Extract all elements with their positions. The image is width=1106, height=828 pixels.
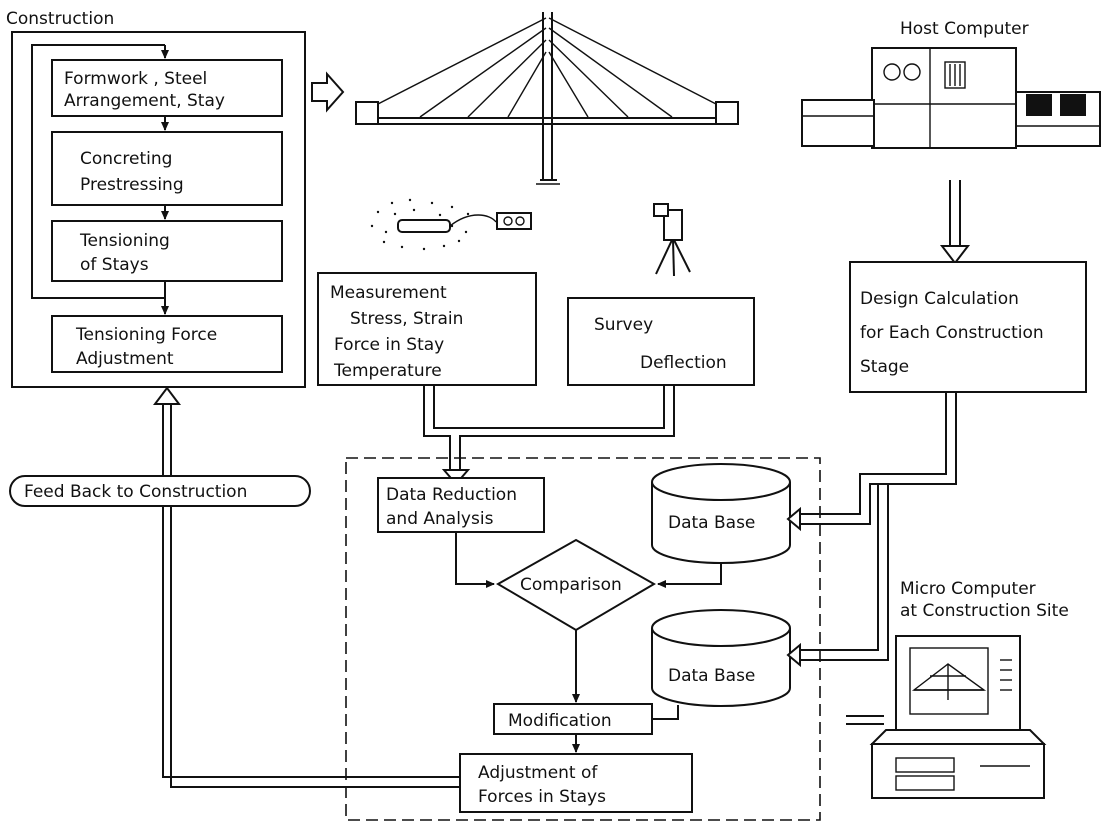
comparison-label: Comparison (520, 575, 622, 595)
design-line-1: Design Calculation (860, 289, 1019, 309)
modification-label: Modification (508, 711, 612, 731)
micro-computer-line-2: at Construction Site (900, 601, 1069, 621)
micro-computer-illustration (869, 635, 1047, 799)
strain-gauge-sensor-icon (370, 198, 532, 251)
database-lower-label: Data Base (668, 666, 755, 686)
construction-block: Construction Formwork , Steel Arrangemen… (6, 9, 306, 388)
construction-title: Construction (6, 9, 114, 29)
measurement-box (317, 272, 537, 386)
measurement-line-2: Stress, Strain (350, 309, 463, 329)
design-line-3: Stage (860, 357, 909, 377)
host-computer-label: Host Computer (900, 19, 1029, 39)
measurement-line-1: Measurement (330, 283, 447, 303)
modification-box (493, 703, 653, 735)
adjustment-line-1: Adjustment of (478, 763, 598, 783)
survey-line-1: Survey (594, 315, 653, 335)
design-line-2: for Each Construction (860, 323, 1044, 343)
data-reduction-line-1: Data Reduction (386, 485, 517, 505)
formwork-box (51, 59, 283, 117)
survey-line-2: Deflection (640, 353, 727, 373)
cable-stayed-bridge-illustration (355, 12, 739, 185)
database-upper-label: Data Base (668, 513, 755, 533)
database-to-modification-line (652, 705, 679, 720)
design-calculation-box (849, 261, 1087, 393)
bridge-stay-cables (377, 17, 717, 118)
measurement-line-4: Temperature (333, 361, 442, 381)
data-reduction-box (377, 477, 545, 533)
survey-box (567, 297, 755, 386)
tensioning-line-1: Tensioning (79, 231, 170, 251)
formwork-line-2: Arrangement, Stay (64, 91, 225, 111)
measurement-survey-merge-double-line (423, 385, 675, 486)
database-upper-cylinder: Data Base (651, 463, 791, 564)
data-reduction-line-2: and Analysis (386, 509, 494, 529)
hollow-arrow-to-bridge (311, 71, 345, 113)
tensioning-force-line-1: Tensioning Force (75, 325, 217, 345)
host-computer-illustration: Host Computer (801, 19, 1101, 149)
feedback-label: Feed Back to Construction (24, 482, 247, 502)
host-to-design-double-arrow (939, 180, 971, 265)
bridge-left-abutment (355, 101, 379, 125)
feedback-double-arrow (153, 386, 460, 788)
design-to-upper-database-double-arrow (786, 392, 957, 532)
bridge-right-abutment (715, 101, 739, 125)
tensioning-line-2: of Stays (80, 255, 149, 275)
measurement-line-3: Force in Stay (334, 335, 444, 355)
tensioning-force-line-2: Adjustment (76, 349, 174, 369)
adjustment-line-2: Forces in Stays (478, 787, 606, 807)
concreting-line-1: Concreting (80, 149, 172, 169)
analysis-region-dashed-frame (345, 457, 821, 821)
database-to-comparison-arrow (657, 563, 722, 588)
feedback-label-pill (9, 475, 311, 507)
concreting-box (51, 131, 283, 206)
design-to-lower-database-double-arrow (786, 484, 889, 668)
tensioning-box (51, 220, 283, 282)
tensioning-force-box (51, 315, 283, 373)
concreting-line-2: Prestressing (80, 175, 184, 195)
survey-instrument-icon (653, 203, 691, 277)
construction-loop-line (31, 44, 165, 299)
reduction-to-comparison-arrow (455, 532, 495, 588)
adjustment-box (459, 753, 693, 813)
micro-computer-line-1: Micro Computer (900, 579, 1036, 599)
formwork-line-1: Formwork , Steel (64, 69, 207, 89)
database-lower-cylinder: Data Base (651, 609, 791, 707)
